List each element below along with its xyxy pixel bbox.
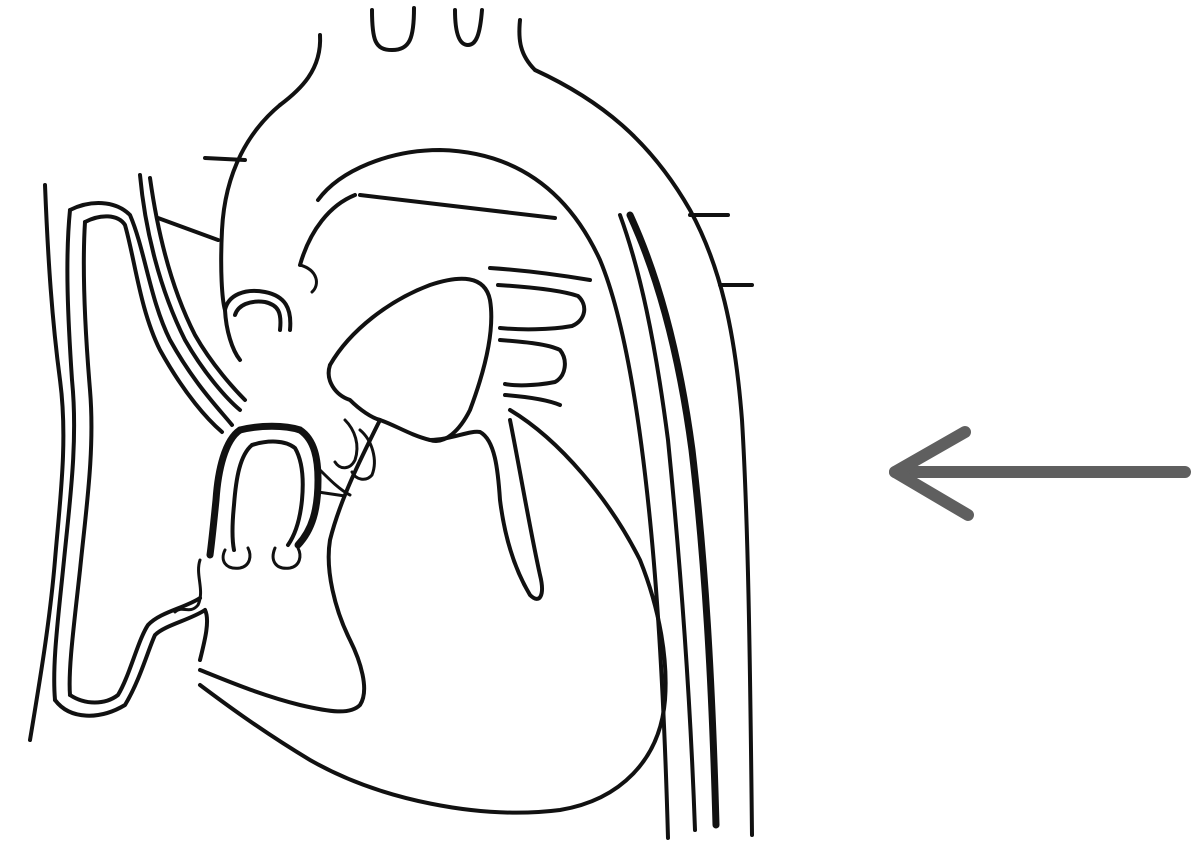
pulmonary-artery	[300, 150, 668, 838]
tricuspid-region	[210, 426, 318, 568]
arch-branches	[280, 8, 535, 105]
aorta	[221, 70, 752, 835]
ventricles	[175, 410, 666, 813]
left-atrium	[329, 279, 492, 441]
left-arrow-icon	[895, 432, 1185, 515]
right-atrium-wall	[30, 175, 245, 740]
pulmonary-veins	[490, 268, 590, 405]
atrial-appendage	[225, 291, 290, 360]
valve-loops	[318, 420, 374, 496]
